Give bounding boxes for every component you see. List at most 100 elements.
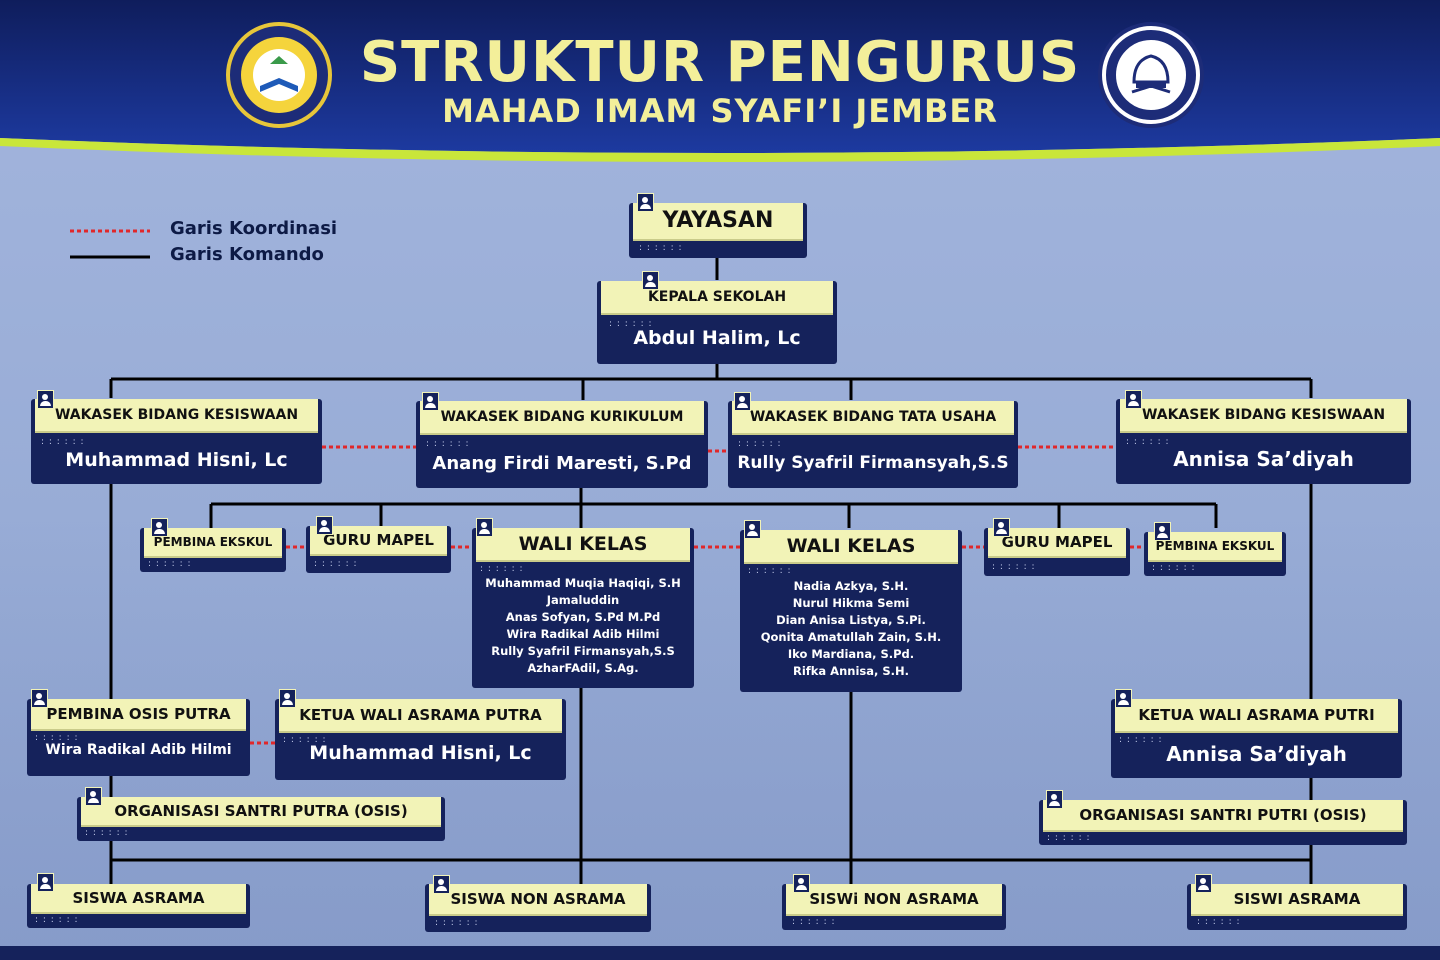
decor-dots: : : : : : : (426, 439, 470, 449)
person-icon (637, 193, 654, 212)
person-icon (433, 875, 450, 894)
decor-dots: : : : : : : (35, 733, 79, 743)
footer-bar (0, 946, 1440, 960)
decor-dots: : : : : : : (435, 918, 479, 928)
legend-komando-label: Garis Komando (170, 244, 324, 265)
person-icon (1195, 874, 1212, 893)
node-ketua-asrama-putri: KETUA WALI ASRAMA PUTRI : : : : : : Anni… (1111, 699, 1402, 778)
node-wali-kelas-1-title: WALI KELAS (476, 528, 690, 560)
member: Nurul Hikma Semi (792, 596, 910, 610)
node-siswi-non-asrama-title: SISWi NON ASRAMA (786, 884, 1002, 914)
person-icon (37, 873, 54, 892)
node-siswa-non-asrama-title: SISWA NON ASRAMA (429, 884, 647, 914)
node-ketua-asrama-putri-name: Annisa Sa’diyah (1166, 742, 1347, 766)
node-ketua-asrama-putra: KETUA WALI ASRAMA PUTRA : : : : : : Muha… (275, 699, 566, 780)
node-kepala-sekolah: KEPALA SEKOLAH : : : : : : Abdul Halim, … (597, 281, 837, 364)
node-osis-putri-title: ORGANISASI SANTRI PUTRI (OSIS) (1043, 800, 1403, 830)
node-wali-kelas-1: WALI KELAS : : : : : : Muhammad Muqia Ha… (472, 528, 694, 688)
node-wakasek-kurikulum: WAKASEK BIDANG KURIKULUM : : : : : : Ana… (416, 401, 708, 488)
node-wali-kelas-2-members: Nadia Azkya, S.H. Nurul Hikma Semi Dian … (740, 578, 962, 680)
member: Dian Anisa Listya, S.Pi. (776, 613, 926, 627)
node-ketua-asrama-putra-title: KETUA WALI ASRAMA PUTRA (279, 699, 562, 731)
node-pembina-osis-putra-name: Wira Radikal Adib Hilmi (45, 742, 232, 758)
node-siswa-non-asrama: SISWA NON ASRAMA : : : : : : (425, 884, 651, 932)
header-shape (0, 0, 1440, 162)
node-ketua-asrama-putri-title: KETUA WALI ASRAMA PUTRI (1115, 699, 1398, 731)
person-icon (476, 518, 493, 537)
node-yayasan: YAYASAN : : : : : : (629, 203, 807, 258)
node-kepala-sekolah-title: KEPALA SEKOLAH (601, 281, 833, 313)
node-wakasek-kesiswaan-2-name: Annisa Sa’diyah (1173, 447, 1354, 471)
member: Anas Sofyan, S.Pd M.Pd (505, 610, 661, 624)
node-siswi-asrama-title: SISWI ASRAMA (1191, 884, 1403, 914)
node-siswi-non-asrama: SISWi NON ASRAMA : : : : : : (782, 884, 1006, 930)
decor-dots: : : : : : : (639, 243, 683, 253)
node-wakasek-kesiswaan-2: WAKASEK BIDANG KESISWAAN : : : : : : Ann… (1116, 399, 1411, 484)
node-osis-putri: ORGANISASI SANTRI PUTRI (OSIS) : : : : :… (1039, 800, 1407, 845)
node-wali-kelas-2-title: WALI KELAS (744, 530, 958, 562)
member: Rully Syafril Firmansyah,S.S (491, 644, 675, 658)
node-yayasan-title: YAYASAN (633, 203, 803, 239)
node-wakasek-tata-usaha-name: Rully Syafril Firmansyah,S.S (737, 453, 1009, 473)
member: Nadia Azkya, S.H. (793, 579, 909, 593)
person-icon (744, 520, 761, 539)
node-wali-kelas-2: WALI KELAS : : : : : : Nadia Azkya, S.H.… (740, 530, 962, 692)
person-icon (642, 271, 659, 290)
decor-dots: : : : : : : (992, 562, 1036, 572)
person-icon (1154, 522, 1171, 541)
node-wakasek-tata-usaha: WAKASEK BIDANG TATA USAHA : : : : : : Ru… (728, 401, 1018, 488)
decor-dots: : : : : : : (148, 559, 192, 569)
page-title: STRUKTUR PENGURUS (359, 30, 1081, 95)
legend-koordinasi-label: Garis Koordinasi (170, 218, 338, 239)
decor-dots: : : : : : : (792, 917, 836, 927)
person-icon (31, 689, 48, 708)
node-ketua-asrama-putra-name: Muhammad Hisni, Lc (309, 742, 532, 764)
school-logo-right (1098, 22, 1204, 128)
decor-dots: : : : : : : (1119, 735, 1163, 745)
node-wakasek-kurikulum-name: Anang Firdi Maresti, S.Pd (432, 453, 692, 474)
member: Muhammad Muqia Haqiqi, S.H (485, 576, 681, 590)
person-icon (422, 392, 439, 411)
member: Jamaluddin (546, 593, 620, 607)
node-wakasek-kesiswaan-1-name: Muhammad Hisni, Lc (65, 449, 288, 471)
page-subtitle: MAHAD IMAM SYAFI’I JEMBER (442, 92, 998, 130)
person-icon (151, 518, 168, 537)
person-icon (85, 787, 102, 806)
decor-dots: : : : : : : (738, 439, 782, 449)
header-banner: STRUKTUR PENGURUS MAHAD IMAM SYAFI’I JEM… (0, 0, 1440, 168)
person-icon (734, 392, 751, 411)
member: Wira Radikal Adib Hilmi (506, 627, 660, 641)
decor-dots: : : : : : : (1152, 563, 1196, 573)
decor-dots: : : : : : : (35, 915, 79, 925)
decor-dots: : : : : : : (1126, 437, 1170, 447)
decor-dots: : : : : : : (609, 319, 653, 329)
decor-dots: : : : : : : (85, 828, 129, 838)
person-icon (279, 689, 296, 708)
node-kepala-sekolah-name: Abdul Halim, Lc (633, 327, 801, 349)
node-siswa-asrama: SISWA ASRAMA : : : : : : (27, 884, 250, 928)
decor-dots: : : : : : : (314, 559, 358, 569)
decor-dots: : : : : : : (1197, 917, 1241, 927)
school-logo-left (226, 22, 332, 128)
node-wakasek-kesiswaan-2-title: WAKASEK BIDANG KESISWAAN (1120, 399, 1407, 431)
decor-dots: : : : : : : (1047, 833, 1091, 843)
decor-dots: : : : : : : (283, 735, 327, 745)
member: Iko Mardiana, S.Pd. (787, 647, 915, 661)
decor-dots: : : : : : : (41, 437, 85, 447)
node-wakasek-kesiswaan-1: WAKASEK BIDANG KESISWAAN : : : : : : Muh… (31, 399, 322, 484)
node-pembina-osis-putra-title: PEMBINA OSIS PUTRA (31, 699, 246, 729)
node-siswi-asrama: SISWI ASRAMA : : : : : : (1187, 884, 1407, 930)
member: Rifka Annisa, S.H. (792, 664, 910, 678)
person-icon (37, 390, 54, 409)
node-osis-putra-title: ORGANISASI SANTRI PUTRA (OSIS) (81, 797, 441, 825)
node-wakasek-kurikulum-title: WAKASEK BIDANG KURIKULUM (420, 401, 704, 433)
person-icon (993, 518, 1010, 537)
member: Qonita Amatullah Zain, S.H. (760, 630, 942, 644)
node-osis-putra: ORGANISASI SANTRI PUTRA (OSIS) : : : : :… (77, 797, 445, 841)
person-icon (1125, 390, 1142, 409)
person-icon (316, 516, 333, 535)
person-icon (1115, 689, 1132, 708)
node-siswa-asrama-title: SISWA ASRAMA (31, 884, 246, 912)
node-guru-mapel-2-title: GURU MAPEL (988, 528, 1126, 556)
